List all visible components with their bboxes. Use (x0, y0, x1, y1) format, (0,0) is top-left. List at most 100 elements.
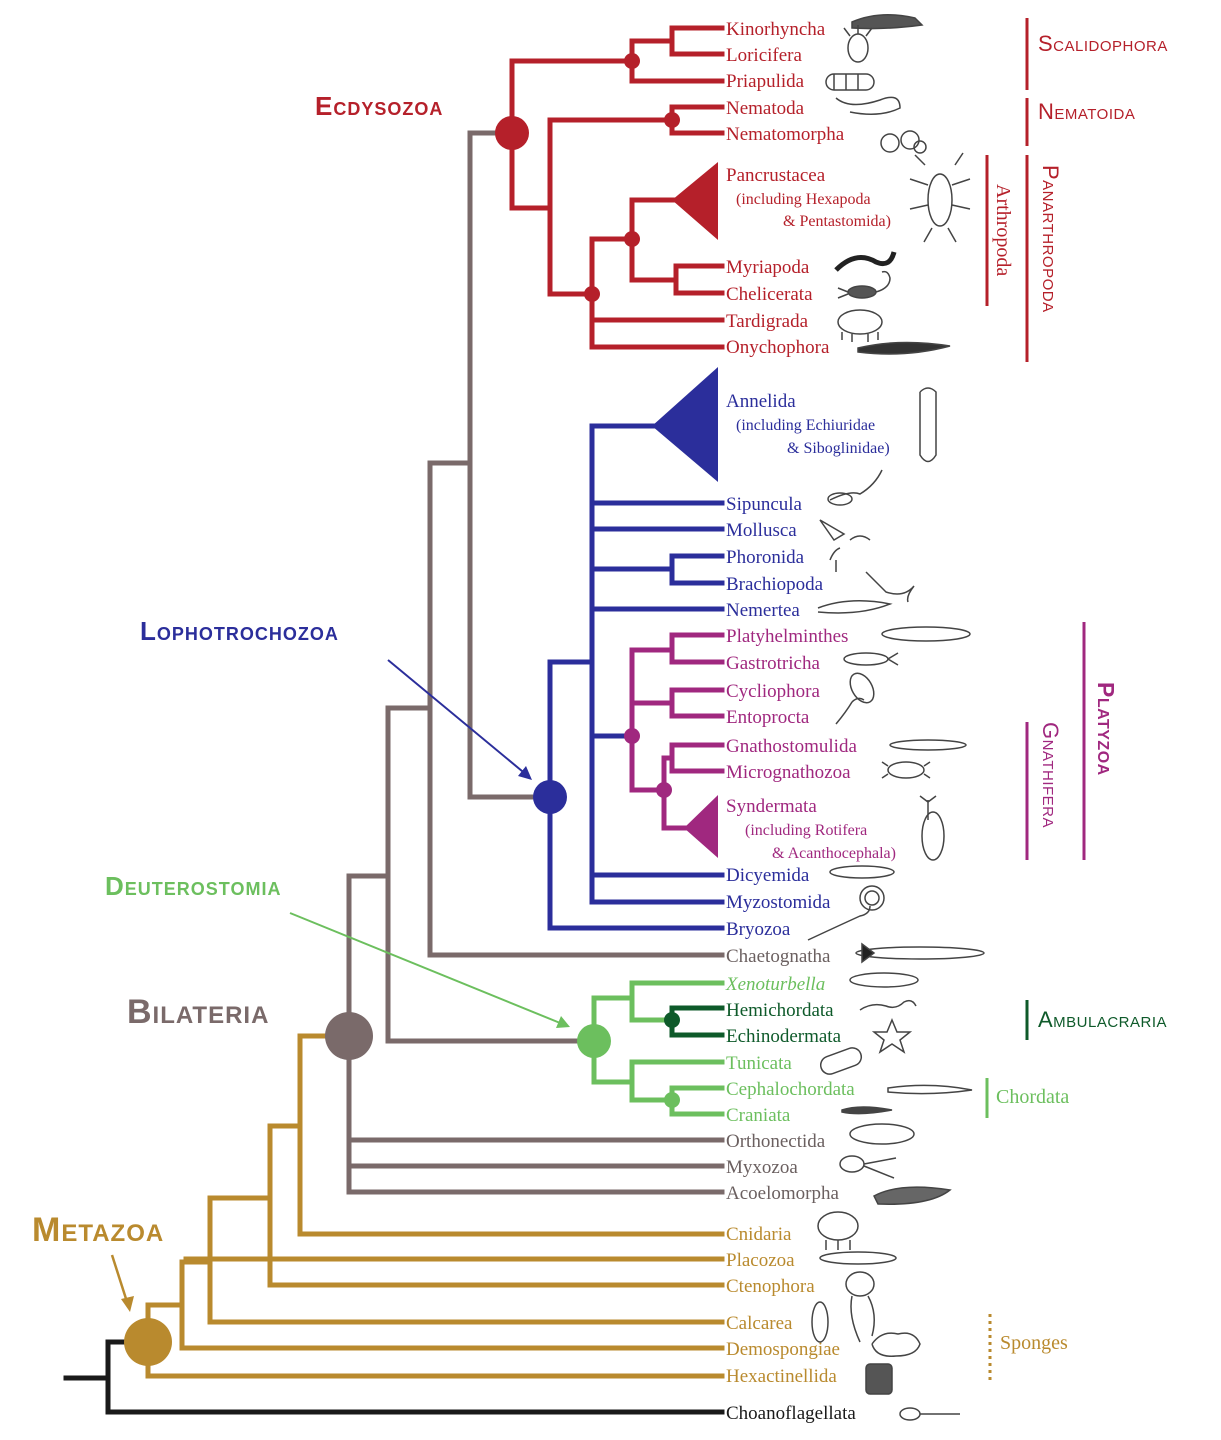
rotifer-icon (919, 795, 945, 861)
taxon-calcarea: Calcarea (726, 1313, 793, 1334)
taxon-priapulida: Priapulida (726, 71, 805, 92)
orthonectid-icon (849, 1123, 915, 1145)
taxon-pancrustacea-note-1: (including Hexapoda (736, 191, 871, 208)
taxon-cycliophora: Cycliophora (726, 681, 820, 702)
group-label-nematoida: Nematoida (1038, 99, 1135, 124)
taxon-orthonectida: Orthonectida (726, 1131, 826, 1152)
platyzoa-branches (629, 632, 725, 858)
dicyemid-icon (829, 865, 895, 879)
taxon-loricifera: Loricifera (726, 45, 803, 66)
jellyfish-icon (817, 1211, 859, 1250)
taxon-brachiopoda: Brachiopoda (726, 574, 824, 595)
taxon-syndermata: Syndermata (726, 796, 817, 817)
nemertean-icon (817, 600, 893, 614)
metazoa-node (124, 1318, 172, 1366)
gnathostomulid-icon (889, 739, 967, 751)
nematoida-node (664, 112, 680, 128)
xenoturbella-icon (849, 972, 919, 988)
node-markers (124, 53, 680, 1366)
flatworm-icon (881, 626, 971, 642)
clade-label-deuterostomia: Deuterostomia (105, 871, 281, 901)
group-label-gnathifera: Gnathifera (1038, 722, 1063, 828)
group-label-chordata: Chordata (996, 1086, 1069, 1108)
outgroup-branches (63, 1339, 725, 1415)
scalidophora-node (624, 53, 640, 69)
taxon-xenoturbella: Xenoturbella (725, 974, 825, 995)
taxon-chaetognatha: Chaetognatha (726, 946, 831, 967)
ecdysozoa-node (495, 116, 529, 150)
arthropoda-node (624, 231, 640, 247)
group-brackets: Scalidophora Nematoida Arthropoda Panart… (985, 18, 1168, 1380)
ambulacraria-node (664, 1012, 680, 1028)
bryozoan-icon (807, 905, 871, 941)
lancelet-icon (887, 1084, 973, 1095)
velvet-worm-icon (857, 341, 951, 355)
acorn-worm-icon (859, 999, 917, 1011)
clade-label-bilateria: Bilateria (127, 993, 269, 1031)
entoproct-icon (835, 697, 865, 725)
taxon-syndermata-note-1: (including Rotifera (745, 822, 867, 839)
taxon-myriapoda: Myriapoda (726, 257, 810, 278)
tunicate-icon (819, 1047, 863, 1075)
chordata-node (664, 1092, 680, 1108)
group-label-arthropoda: Arthropoda (992, 184, 1014, 276)
centipede-icon (834, 251, 897, 272)
organism-illustrations (807, 14, 985, 1421)
myxozoan-icon (839, 1155, 897, 1179)
group-label-sponges: Sponges (1000, 1332, 1068, 1354)
snail-icon (819, 519, 871, 542)
panarthropoda-node (584, 286, 600, 302)
deuterostomia-arrow (289, 912, 566, 1026)
taxon-hexactinellida: Hexactinellida (726, 1366, 837, 1387)
calcareous-sponge-icon (811, 1301, 829, 1343)
taxon-nematomorpha: Nematomorpha (726, 124, 845, 145)
nematomorph-icon (880, 130, 927, 154)
taxon-pancrustacea-note-2: & Pentastomida) (783, 213, 891, 230)
priapulid-icon (825, 73, 875, 91)
annelida-collapsed-clade (652, 367, 718, 482)
taxon-nemertea: Nemertea (726, 600, 800, 621)
brachiopod-icon (865, 571, 915, 603)
taxon-micrognathozoa: Micrognathozoa (726, 762, 851, 783)
taxon-gastrotricha: Gastrotricha (726, 653, 820, 674)
pointer-arrows (110, 659, 570, 1312)
clade-label-metazoa: Metazoa (32, 1211, 164, 1249)
tardigrade-icon (837, 309, 883, 342)
ecdysozoa-branches (509, 25, 725, 350)
taxon-syndermata-note-2: & Acanthocephala) (772, 845, 896, 862)
taxon-sipuncula: Sipuncula (726, 494, 803, 515)
taxon-nematoda: Nematoda (726, 98, 805, 119)
taxon-demospongiae: Demospongiae (726, 1339, 840, 1360)
syndermata-collapsed-clade (684, 795, 718, 858)
clade-label-lophotrochozoa: Lophotrochozoa (140, 616, 339, 646)
metazoa-arrow (110, 1254, 130, 1306)
platyzoa-node (624, 728, 640, 744)
group-label-scalidophora: Scalidophora (1038, 31, 1168, 56)
taxon-myzostomida: Myzostomida (726, 892, 831, 913)
demosponge-icon (871, 1332, 921, 1357)
deuterostomia-node (577, 1024, 611, 1058)
taxon-placozoa: Placozoa (726, 1250, 795, 1271)
taxon-pancrustacea: Pancrustacea (726, 165, 826, 186)
lophotrochozoa-node (533, 780, 567, 814)
taxon-echinodermata: Echinodermata (726, 1026, 842, 1047)
group-label-platyzoa: Platyzoa (1093, 682, 1119, 776)
comb-jelly-icon (845, 1271, 875, 1343)
taxon-annelida: Annelida (726, 391, 796, 412)
taxon-gnathostomulida: Gnathostomulida (726, 736, 857, 757)
taxon-onychophora: Onychophora (726, 337, 830, 358)
choanoflagellate-icon (899, 1407, 960, 1421)
arrow-worm-icon (855, 942, 985, 964)
taxon-hemichordata: Hemichordata (726, 1000, 834, 1021)
deuterostomia-branches (591, 980, 725, 1117)
metazoa-branches (145, 1033, 725, 1379)
taxon-annelida-note-2: & Siboglinidae) (787, 440, 890, 457)
pancrustacea-collapsed-clade (672, 162, 718, 240)
taxon-myxozoa: Myxozoa (726, 1157, 798, 1178)
fish-icon (841, 1106, 893, 1115)
taxon-dicyemida: Dicyemida (726, 865, 810, 886)
loricifera-icon (843, 25, 873, 63)
sipunculan-icon (827, 469, 883, 506)
gastrotrich-icon (843, 652, 899, 666)
